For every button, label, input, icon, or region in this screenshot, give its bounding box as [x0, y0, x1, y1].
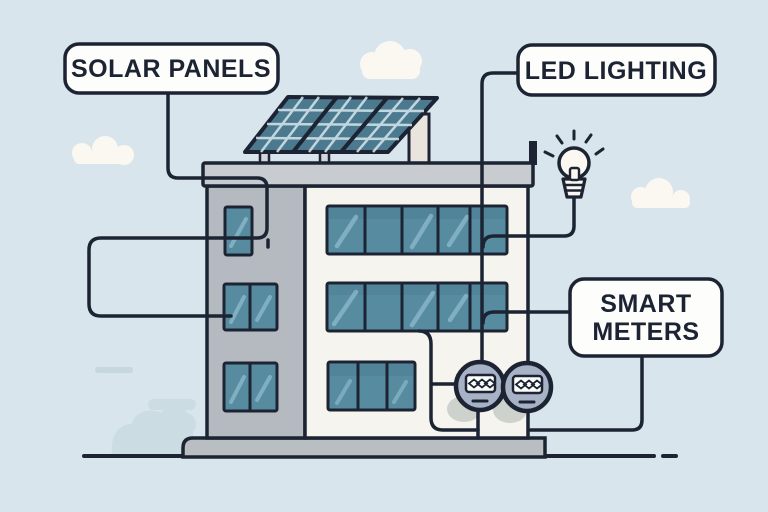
- connector-window-loop: [417, 329, 480, 432]
- bulb-rays: [543, 129, 605, 158]
- window: [222, 361, 279, 413]
- window: [325, 204, 509, 256]
- callout-smart-meters: SMART METERS: [568, 277, 724, 358]
- smart-meters-label-line1: SMART: [600, 290, 691, 318]
- smart-meter-icon: [453, 359, 507, 413]
- smart-meter-icon: [500, 360, 554, 414]
- led-lighting-label: LED LIGHTING: [525, 57, 707, 85]
- connector-smart-meters-bottom: [528, 352, 644, 432]
- connector-solar-panels: [87, 89, 269, 318]
- window: [222, 282, 279, 332]
- window: [223, 205, 254, 257]
- light-bulb-icon: [543, 129, 605, 199]
- connector-led-lighting: [480, 71, 522, 367]
- cloud-icon: [72, 136, 134, 165]
- bulb-cord: [481, 196, 576, 249]
- connector-smart-meters-left: [481, 310, 574, 325]
- cloud-icon: [631, 178, 690, 208]
- diamond-pattern-icon: [467, 378, 497, 389]
- callout-led-lighting: LED LIGHTING: [516, 43, 717, 97]
- solar-panel-icon: [243, 95, 439, 154]
- callout-solar-panels: SOLAR PANELS: [63, 42, 280, 95]
- window: [325, 281, 509, 333]
- smart-meters-label-line2: METERS: [592, 318, 699, 346]
- building-base: [181, 436, 547, 459]
- solar-panels-label: SOLAR PANELS: [71, 55, 271, 83]
- wisp-icon: [95, 367, 133, 373]
- diamond-pattern-icon: [514, 379, 544, 390]
- connector-lines: [87, 71, 644, 440]
- bush-icon: [111, 399, 196, 456]
- roof-pipe-icon: [529, 141, 537, 165]
- roof-cornice: [201, 161, 535, 188]
- cloud-icon: [360, 41, 422, 79]
- window: [326, 360, 417, 412]
